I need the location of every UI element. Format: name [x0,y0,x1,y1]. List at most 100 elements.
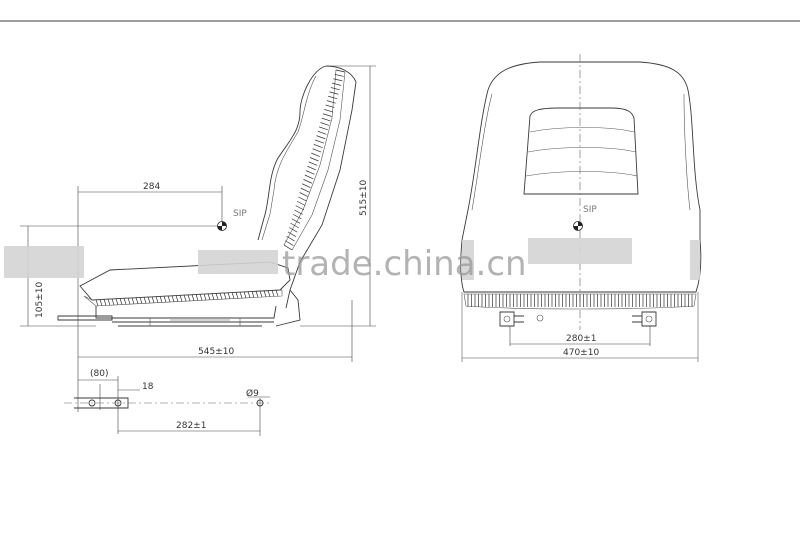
hatch-stroke [211,293,215,300]
hatch-stroke [235,292,239,299]
watermark-text: trade.china.cn [282,244,527,284]
hatch-stroke [207,293,211,300]
hatch-stroke [203,293,207,301]
dim-105-label: 105±10 [35,282,45,318]
lumbar-pad [523,107,639,195]
hatch-stroke [139,297,143,304]
front-view: SIP 280±1 470±10 [460,54,702,362]
hatch-stroke [271,290,275,297]
dim-hole-label: Ø9 [246,388,259,399]
hatch-stroke [307,165,316,171]
hatch-stroke [103,299,107,306]
hatch-stroke [131,297,135,305]
hatch-stroke [335,69,346,73]
dim-284-label: 284 [143,182,160,192]
hatch-stroke [195,294,199,301]
front-mount-right [632,311,657,327]
sip-marker-front: SIP [573,205,597,231]
dim-545-label: 545±10 [198,347,234,357]
front-mount-left [499,311,524,327]
front-inner-left [471,93,493,211]
hatch-stroke [247,291,251,298]
hatch-stroke [171,295,175,302]
seat-hatch-band [83,289,283,307]
hatch-stroke [330,87,340,91]
hatch-stroke [332,82,342,86]
hatch-stroke [309,157,319,162]
hatch-stroke [298,196,307,202]
hatch-stroke [215,293,219,300]
hatch-stroke [325,104,335,108]
hatch-stroke [333,78,343,82]
hatch-stroke [111,298,115,306]
hatch-stroke [259,290,263,298]
hatch-stroke [296,200,306,206]
hatch-stroke [263,290,267,297]
hatch-stroke [283,244,293,251]
hatch-stroke [312,148,322,153]
hatch-stroke [167,295,171,303]
hatch-stroke [119,298,123,305]
mount-hole-left [88,399,96,407]
hatch-stroke [243,291,247,299]
backrest-hatch-band [283,69,346,251]
base-detail [149,318,241,326]
hatch-stroke [315,139,324,144]
hatch-stroke [294,209,303,215]
hatch-stroke [308,161,318,166]
hatch-stroke [320,122,330,126]
hatch-stroke [223,292,227,300]
hatch-stroke [219,292,223,300]
hatch-stroke [159,296,163,303]
front-seat-hatch [463,293,697,310]
hatch-stroke [199,293,203,301]
hatch-stroke [299,192,309,197]
backrest-cushion [261,75,317,241]
watermark-band: trade.china.cn [4,238,700,284]
hatch-stroke [295,205,305,211]
dim-282-label: 282±1 [176,421,206,431]
sip-label-side: SIP [233,209,247,219]
hatch-stroke [275,289,279,297]
hatch-stroke [123,298,127,305]
dim-18-label: 18 [142,382,154,392]
dim-515-label: 515±10 [359,180,369,216]
hatch-stroke [305,170,315,175]
hatch-stroke [147,296,151,304]
hatch-stroke [291,218,301,224]
front-inner-right [683,93,691,211]
dim-470: 470±10 [462,348,698,359]
hatch-stroke [303,179,313,184]
hatch-stroke [328,95,338,100]
hatch-stroke [316,135,326,140]
hatch-stroke [318,126,328,131]
seat-base-rail [57,305,277,327]
hatch-stroke [321,117,331,122]
hatch-stroke [239,291,243,299]
hatch-stroke [267,290,271,297]
sip-label-front: SIP [583,205,597,215]
side-view: SIP 284 105±10 515±10 545 [20,65,376,362]
dim-545: 545±10 [77,300,353,362]
backrest-outline [257,65,357,309]
hatch-stroke [187,294,191,302]
hatch-stroke [191,294,195,301]
hatch-stroke [317,130,327,135]
hatch-stroke [322,113,332,117]
hatch-stroke [300,187,310,193]
hatch-stroke [251,291,255,298]
front-knob [536,314,544,322]
front-width-ext [461,292,699,362]
hatch-stroke [175,295,179,302]
hatch-stroke [163,295,167,303]
dim-515: 515±10 [300,65,376,327]
hatch-stroke [155,296,159,303]
hatch-stroke [329,91,339,95]
hatch-stroke [313,144,323,148]
dim-280: 280±1 [509,326,651,346]
hatch-stroke [183,294,187,302]
hatch-stroke [292,214,302,220]
hatch-stroke [302,183,311,189]
hatch-stroke [95,299,99,306]
